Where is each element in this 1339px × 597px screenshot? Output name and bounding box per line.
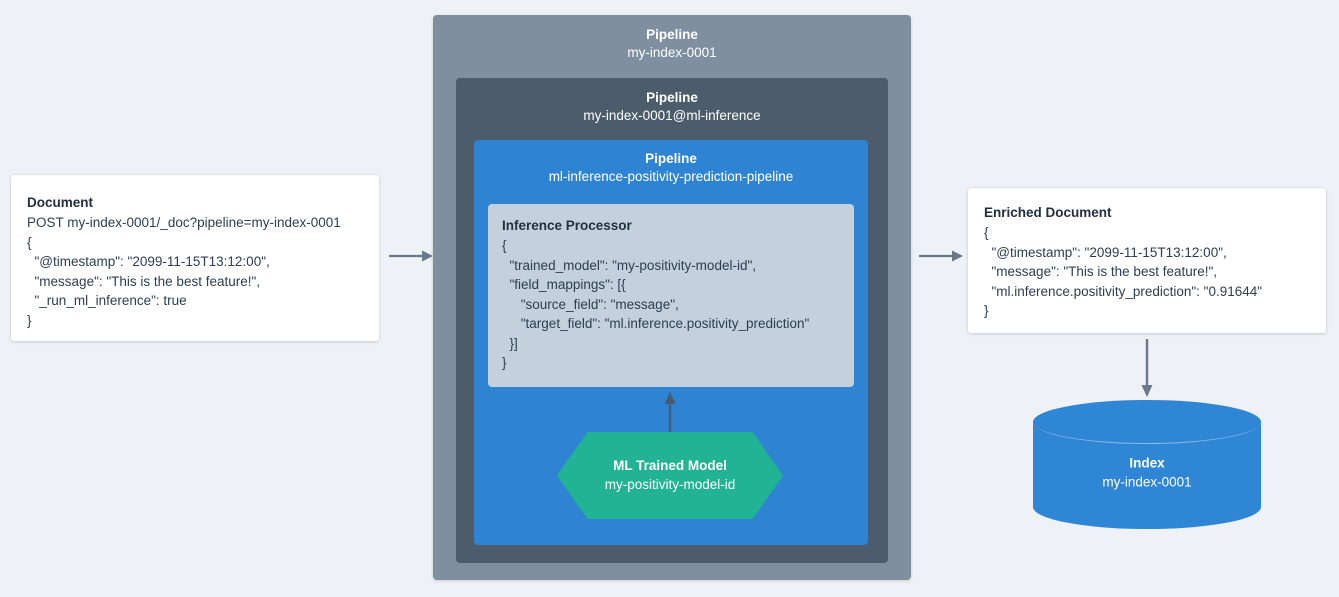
enriched-document-line-3: "ml.inference.positivity_prediction": "0… (984, 283, 1263, 299)
enriched-document-title: Enriched Document (984, 205, 1112, 220)
pipeline-outer-name: my-index-0001 (627, 45, 717, 60)
pipeline-outer-label: Pipeline (646, 27, 698, 42)
document-line-4: "_run_ml_inference": true (27, 293, 187, 308)
document-line-2: "@timestamp": "2099-11-15T13:12:00", (27, 254, 270, 269)
index-label: Index (1129, 455, 1165, 470)
document-line-1: { (27, 234, 32, 250)
pipeline-inner-name: ml-inference-positivity-prediction-pipel… (548, 169, 794, 184)
pipeline-inner-label: Pipeline (645, 151, 697, 166)
pipeline-mid-header: Pipeline my-index-0001@ml-inference (456, 89, 888, 125)
enriched-document-line-4: } (984, 303, 989, 318)
processor-line-5: }] (502, 335, 518, 351)
pipeline-mid-name: my-index-0001@ml-inference (583, 108, 761, 123)
ml-model-name: my-positivity-model-id (604, 477, 736, 492)
document-line-0: POST my-index-0001/_doc?pipeline=my-inde… (27, 215, 341, 230)
ml-model-label: ML Trained Model (613, 458, 727, 473)
pipeline-mid-label: Pipeline (646, 90, 698, 105)
cylinder-top-ellipse (1033, 400, 1261, 444)
processor-line-2: "field_mappings": [{ (502, 277, 626, 292)
processor-line-4: "target_field": "ml.inference.positivity… (502, 316, 810, 331)
document-card: Document POST my-index-0001/_doc?pipelin… (11, 175, 379, 341)
pipeline-to-enriched-document-arrow (919, 249, 963, 263)
processor-line-3: "source_field": "message", (502, 296, 679, 312)
inference-processor-panel: Inference Processor { "trained_model": "… (488, 204, 854, 387)
pipeline-inner-header: Pipeline ml-inference-positivity-predict… (474, 150, 868, 186)
inference-processor-title: Inference Processor (502, 218, 632, 233)
document-line-5: } (27, 312, 32, 328)
enriched-document-line-2: "message": "This is the best feature!", (984, 264, 1218, 279)
enriched-document-line-1: "@timestamp": "2099-11-15T13:12:00", (984, 244, 1227, 260)
pipeline-outer-header: Pipeline my-index-0001 (433, 26, 911, 62)
enriched-document-line-0: { (984, 225, 989, 240)
document-to-pipeline-arrow (389, 249, 433, 263)
document-line-3: "message": "This is the best feature!", (27, 273, 261, 289)
index-text: Index my-index-0001 (1033, 454, 1261, 491)
index-cylinder: Index my-index-0001 (1033, 400, 1261, 529)
ml-trained-model-hexagon: ML Trained Model my-positivity-model-id (557, 432, 783, 519)
enriched-document-card: Enriched Document { "@timestamp": "2099-… (968, 188, 1326, 333)
processor-line-0: { (502, 238, 507, 253)
processor-line-6: } (502, 355, 507, 370)
index-name: my-index-0001 (1102, 474, 1192, 489)
document-title: Document (27, 195, 94, 210)
processor-line-1: "trained_model": "my-positivity-model-id… (502, 257, 757, 273)
enriched-document-to-index-arrow (1139, 339, 1155, 397)
